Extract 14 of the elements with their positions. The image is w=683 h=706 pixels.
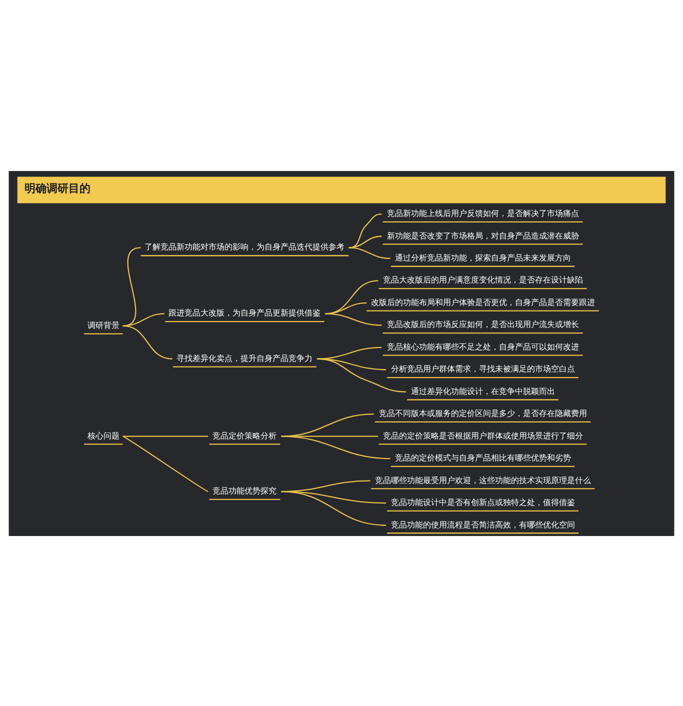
connector [281, 435, 390, 459]
connector [317, 346, 382, 359]
connector [317, 358, 406, 392]
connector [122, 246, 141, 326]
connector [122, 435, 208, 492]
connector [122, 312, 164, 326]
connector [122, 435, 208, 436]
diagram-title: 明确调研目的 [24, 182, 91, 195]
connector [348, 246, 390, 259]
connector [324, 312, 382, 326]
connector [281, 413, 374, 436]
connector [281, 490, 386, 526]
connector [122, 324, 172, 359]
connector [348, 212, 382, 248]
